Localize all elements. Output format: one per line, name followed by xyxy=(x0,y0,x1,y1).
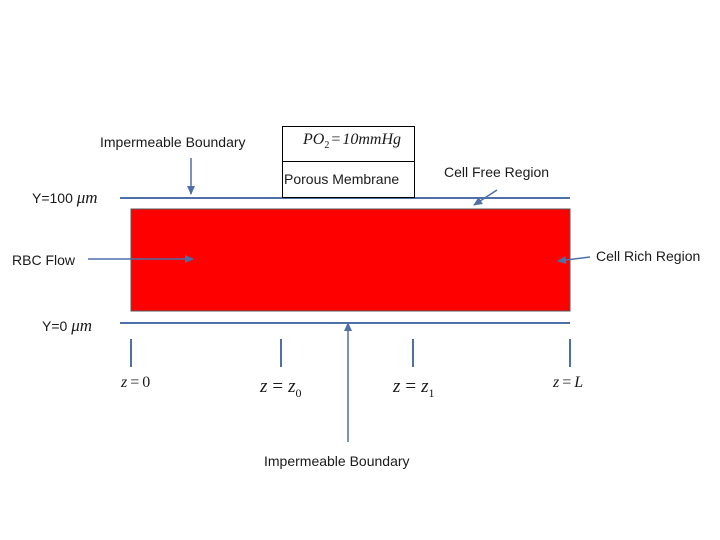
rbc-flow-label: RBC Flow xyxy=(12,252,76,268)
po2-symbol: PO xyxy=(303,131,325,148)
po2-equation: PO2=10mmHg xyxy=(303,131,401,151)
z-label-z0-eq: = xyxy=(272,376,284,397)
z-label-0-var: z xyxy=(121,374,128,391)
z-label-z1-var: z xyxy=(393,376,401,397)
z-label-z0-var: z xyxy=(260,376,268,397)
z-label-0: z=0 xyxy=(121,374,150,392)
impermeable-boundary-bottom-label: Impermeable Boundary xyxy=(264,453,410,469)
z-label-0-eq: = xyxy=(130,374,140,391)
y-bottom-prefix: Y=0 xyxy=(42,318,68,334)
rbc-channel xyxy=(130,208,571,312)
impermeable-boundary-top-label: Impermeable Boundary xyxy=(100,134,246,150)
cell-rich-region-label: Cell Rich Region xyxy=(596,248,701,264)
z-label-z1-eq: = xyxy=(405,376,417,397)
po2-value: 10mmHg xyxy=(342,131,402,148)
po2-box xyxy=(282,126,415,162)
po2-subscript: 2 xyxy=(324,140,330,152)
porous-membrane-box xyxy=(282,161,415,198)
y-top-prefix: Y=100 xyxy=(32,190,73,206)
z-label-L-val: L xyxy=(574,374,584,391)
z-label-0-val: 0 xyxy=(142,374,151,391)
z-label-z1-val: z xyxy=(421,376,429,397)
z-label-z1-sub: 1 xyxy=(428,385,435,400)
y-top-label: Y=100 μm xyxy=(32,188,98,208)
y-top-unit: μm xyxy=(76,188,98,207)
z-label-L: z=L xyxy=(553,374,583,392)
z-label-z1: z=z1 xyxy=(393,376,435,401)
cell-free-arrow xyxy=(473,189,498,206)
z-label-z0-sub: 0 xyxy=(295,385,302,400)
cell-free-region-label: Cell Free Region xyxy=(444,164,550,180)
y-bottom-label: Y=0 μm xyxy=(42,316,92,336)
y-bottom-unit: μm xyxy=(71,316,93,335)
z-label-z0: z=z0 xyxy=(260,376,302,401)
z-label-L-eq: = xyxy=(562,374,572,391)
z-label-L-var: z xyxy=(553,374,560,391)
cell-rich-arrow xyxy=(557,256,591,264)
z-label-z0-val: z xyxy=(288,376,296,397)
po2-equals: = xyxy=(331,131,341,148)
porous-membrane-label: Porous Membrane xyxy=(284,171,400,187)
